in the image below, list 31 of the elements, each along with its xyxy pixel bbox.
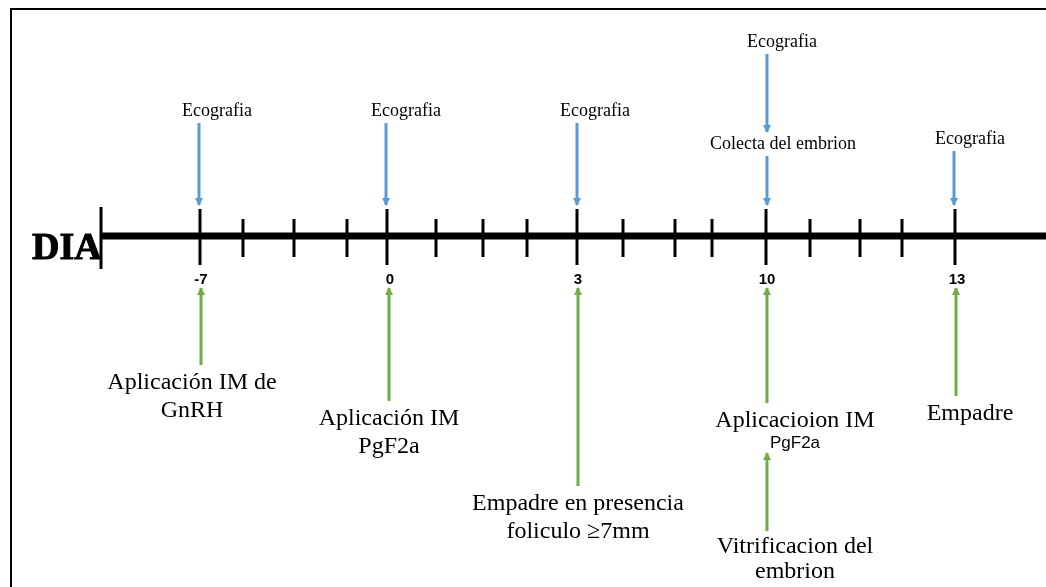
event-label: Ecografia: [371, 99, 441, 121]
event-label: Ecografia: [935, 127, 1005, 149]
day-number: 10: [758, 270, 776, 288]
arrow: [382, 123, 390, 206]
arrow: [197, 287, 205, 365]
arrow: [952, 287, 960, 396]
event-label: Ecografia: [747, 30, 817, 52]
arrow: [385, 287, 393, 401]
day-number: 13: [948, 270, 966, 288]
arrow: [195, 123, 203, 206]
day-number: -7: [194, 270, 208, 288]
arrow: [950, 151, 958, 206]
event-label: PgF2a: [769, 433, 821, 453]
arrow: [574, 287, 582, 486]
arrow: [763, 54, 771, 133]
event-label: Ecografia: [182, 99, 252, 121]
day-number: 3: [573, 270, 583, 288]
event-label: Colecta del embrion: [710, 132, 856, 154]
arrow: [573, 123, 581, 206]
event-label: Ecografia: [560, 99, 630, 121]
day-number: 0: [385, 270, 395, 288]
event-label: Aplicación IM PgF2a: [317, 403, 461, 459]
event-label: Empadre en presencia foliculo ≥7mm: [471, 488, 685, 544]
event-label: Vitrificacion del embrion: [715, 533, 875, 583]
arrow: [763, 452, 771, 531]
axis-title: DIA: [32, 226, 102, 266]
event-label: Aplicacioion IM: [715, 405, 875, 433]
event-label: Empadre: [926, 398, 1014, 426]
arrow: [763, 287, 771, 403]
event-label: Aplicación IM de GnRH: [106, 367, 278, 423]
arrow: [763, 156, 771, 206]
